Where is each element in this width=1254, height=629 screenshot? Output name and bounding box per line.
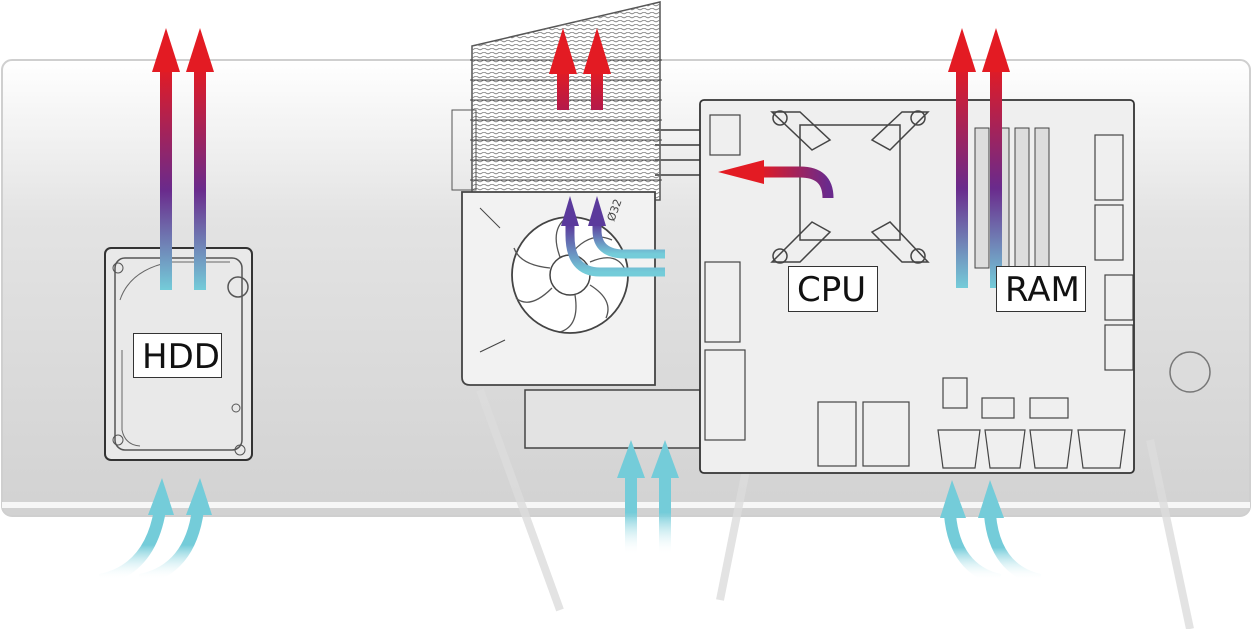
airflow-arrow-icon xyxy=(940,480,1042,586)
ram-label: RAM xyxy=(996,266,1086,312)
airflow-arrow-icon xyxy=(549,28,611,110)
airflow-arrow-icon xyxy=(561,196,665,277)
airflow-arrow-icon xyxy=(948,28,1010,288)
airflow-arrow-icon xyxy=(98,478,212,586)
airflow-arrow-icon xyxy=(617,440,679,555)
m2-expansion-card xyxy=(524,389,701,449)
cpu-label: CPU xyxy=(788,266,878,312)
blower-fan-icon: Ø32 xyxy=(461,191,656,386)
airflow-arrow-icon xyxy=(718,160,834,199)
airflow-arrow-icon xyxy=(152,28,214,290)
hdd-label: HDD xyxy=(133,333,222,378)
chassis-screw xyxy=(1169,351,1211,393)
